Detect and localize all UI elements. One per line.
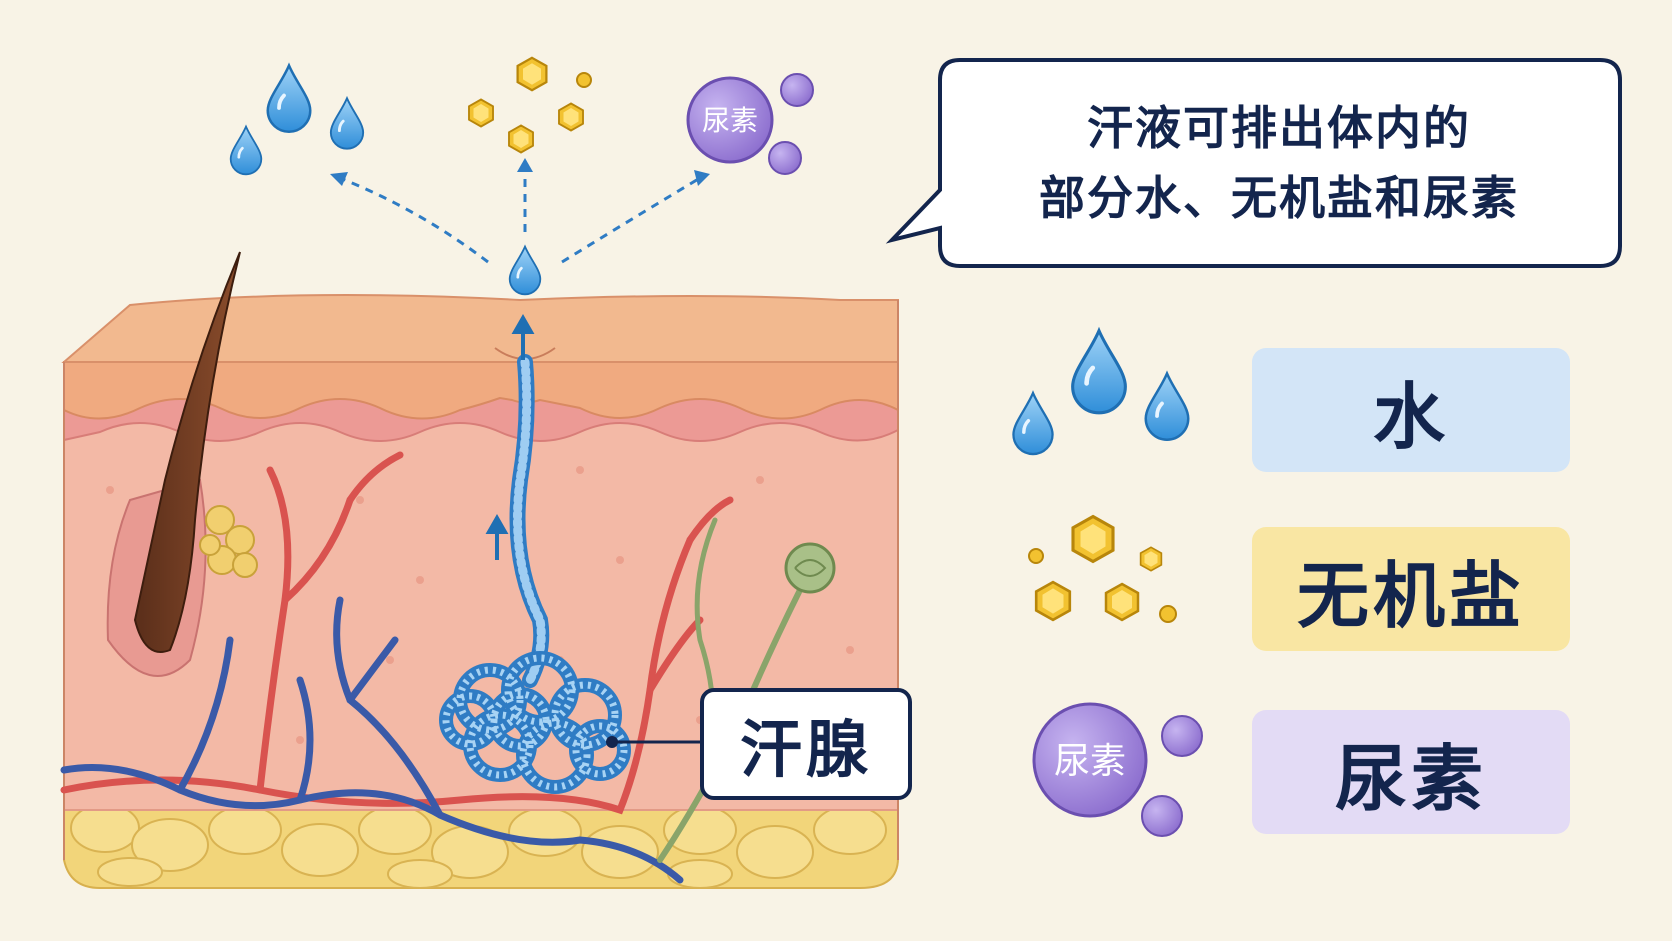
callout-text: 汗液可排出体内的 部分水、无机盐和尿素 (938, 60, 1620, 266)
sweat-droplet-icon (508, 245, 542, 296)
emission-arrows (339, 170, 701, 264)
sebaceous-gland-icon (199, 505, 258, 578)
hair-follicle (106, 251, 258, 677)
urea-badge-top: 尿素 (702, 104, 758, 137)
urea-badge-legend: 尿素 (1054, 741, 1126, 782)
hair-shaft-icon (133, 251, 241, 653)
legend-urea-icon: 尿素 (1032, 702, 1203, 837)
callout-line-1: 汗液可排出体内的 (1087, 101, 1471, 155)
sweat-gland-label-box (700, 688, 912, 800)
vein-blue (60, 596, 684, 884)
skin-surface (61, 294, 899, 363)
emission-arrowheads (330, 158, 710, 186)
legend-water-icon (1011, 331, 1191, 456)
legend-water-label: 水 (1252, 348, 1570, 472)
sweat-gland (439, 313, 702, 794)
callout-line-2: 部分水、无机盐和尿素 (1039, 171, 1519, 225)
callout-bubble-outline (885, 58, 1622, 268)
salt-crystals-top (468, 56, 592, 154)
legend-salt-label: 无机盐 (1252, 527, 1570, 651)
water-drops-top (229, 63, 365, 176)
nerve-ending-icon (784, 542, 836, 594)
flow-arrow-icon (485, 313, 535, 560)
legend-urea-label: 尿素 (1252, 710, 1570, 834)
legend-salt-icon (1028, 514, 1177, 623)
urea-particles-top: 尿素 (686, 73, 814, 175)
sweat-gland-label: 汗腺 (739, 713, 872, 786)
